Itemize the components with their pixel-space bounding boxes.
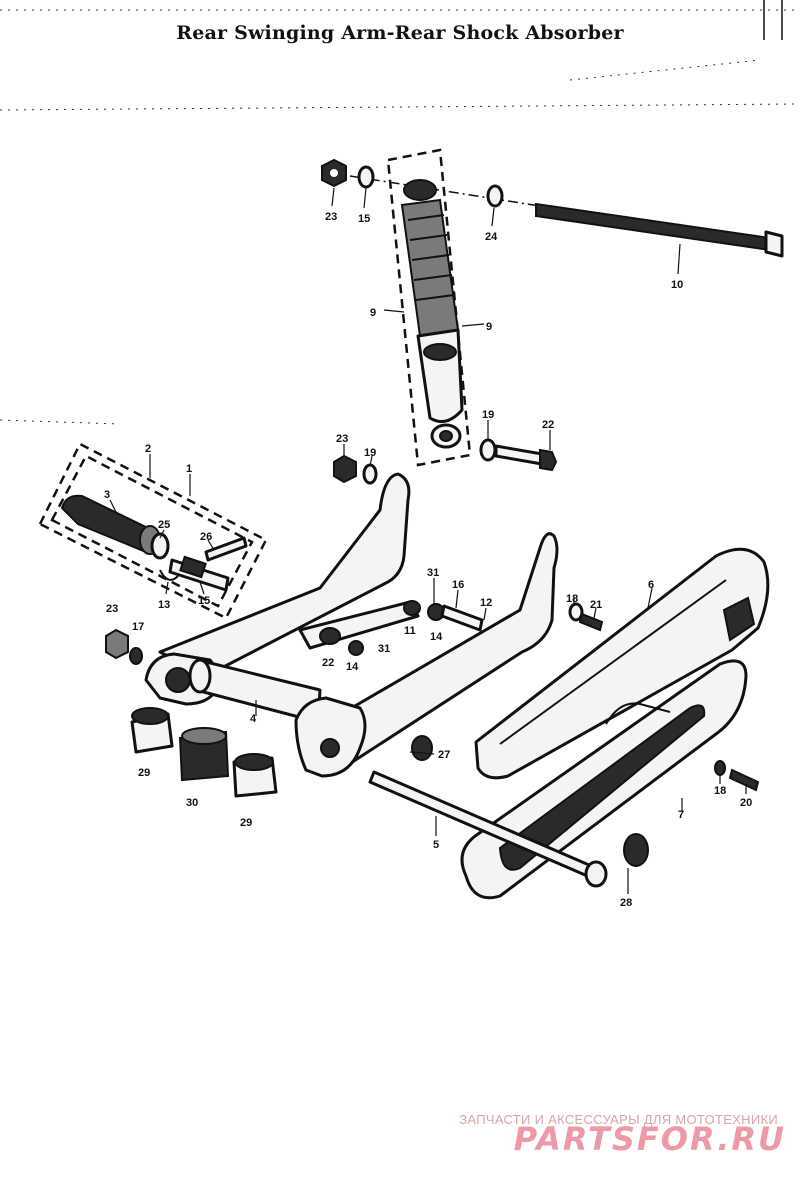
callout-23-top-nut: 23: [325, 211, 337, 223]
callout-7: 7: [678, 809, 684, 821]
callout-15-pin: 15: [198, 595, 210, 607]
callout-11: 11: [404, 625, 416, 637]
bushing-29-right: [232, 753, 278, 798]
scan-noise: [0, 9, 800, 425]
callout-17: 17: [132, 621, 144, 633]
pivot-subassembly-outline: [38, 442, 268, 620]
callout-labels: 23 15 24 10 9 9 23 19 19 22 2 1 3 25 26 …: [104, 211, 752, 909]
callout-26: 26: [200, 531, 212, 543]
washer-28: [623, 833, 649, 867]
callout-10: 10: [671, 279, 683, 291]
bolt-10: [535, 202, 784, 258]
callout-22-arm: 22: [322, 657, 334, 669]
callout-30: 30: [186, 797, 198, 809]
callout-1: 1: [186, 463, 192, 475]
callout-13: 13: [158, 599, 170, 611]
callout-25: 25: [158, 519, 170, 531]
watermark-tagline: ЗАПЧАСТИ И АКСЕССУАРЫ ДЛЯ МОТОТЕХНИКИ: [459, 1112, 778, 1127]
washer-17: [129, 647, 143, 665]
nut-23-arm: [333, 454, 357, 484]
callout-2: 2: [145, 443, 151, 455]
callout-18-top: 18: [566, 593, 578, 605]
nut-23-left: [105, 628, 129, 660]
chain-guard-upper: [474, 547, 770, 780]
callout-14-right: 14: [430, 631, 443, 643]
callout-6: 6: [648, 579, 654, 591]
spindle-5: [368, 770, 608, 888]
frame-border-right: [763, 0, 783, 40]
callout-12: 12: [480, 597, 492, 609]
bolt-21: [578, 612, 604, 632]
callout-23-arm-nut: 23: [336, 433, 348, 445]
watermark-logo: PARTSFOR.RU: [513, 1120, 786, 1158]
washer-18-top: [568, 602, 584, 622]
bolt-14-left: [348, 640, 364, 656]
bolt-20: [728, 768, 760, 792]
callout-29-right: 29: [240, 817, 252, 829]
washer-15-top: [357, 165, 375, 189]
washer-27: [411, 735, 433, 761]
washer-19-lower-shock: [479, 438, 497, 462]
bushing-29-left: [130, 707, 174, 754]
callout-21: 21: [590, 599, 602, 611]
bushing-30: [178, 727, 230, 782]
chain-guard-lower: [460, 659, 748, 900]
swinging-arm-frame: [144, 472, 559, 778]
callout-29-left: 29: [138, 767, 150, 779]
callout-16: 16: [452, 579, 464, 591]
callout-20: 20: [740, 797, 752, 809]
callout-22-shock-bolt: 22: [542, 419, 554, 431]
callout-18-bottom: 18: [714, 785, 726, 797]
callout-3: 3: [104, 489, 110, 501]
washer-19-arm: [362, 463, 378, 485]
callout-27: 27: [438, 749, 450, 761]
callout-31-right: 31: [427, 567, 439, 579]
callout-14-left: 14: [346, 661, 359, 673]
callout-5: 5: [433, 839, 439, 851]
washer-24: [486, 184, 504, 208]
bolt-16: [440, 604, 484, 632]
washer-18-bottom: [714, 760, 726, 776]
callout-9-left: 9: [370, 307, 376, 319]
pivot-subassembly: [38, 442, 268, 620]
diagram-title: Rear Swinging Arm-Rear Shock Absorber: [176, 22, 624, 44]
callout-28: 28: [620, 897, 632, 909]
callout-24: 24: [485, 231, 498, 243]
callout-9-right: 9: [486, 321, 492, 333]
callout-leaders: [109, 187, 747, 894]
shock-absorber-outline: [386, 148, 472, 467]
callout-4: 4: [250, 713, 257, 725]
callout-23-left-nut: 23: [106, 603, 118, 615]
callout-15-top-washer: 15: [358, 213, 370, 225]
callout-19-arm-washer: 19: [364, 447, 376, 459]
shock-absorber-assembly: [349, 148, 541, 467]
bolt-22-lower-shock: [494, 444, 558, 472]
callout-31-left: 31: [378, 643, 390, 655]
callout-19-shock-washer: 19: [482, 409, 494, 421]
nut-23-top: [321, 158, 347, 188]
